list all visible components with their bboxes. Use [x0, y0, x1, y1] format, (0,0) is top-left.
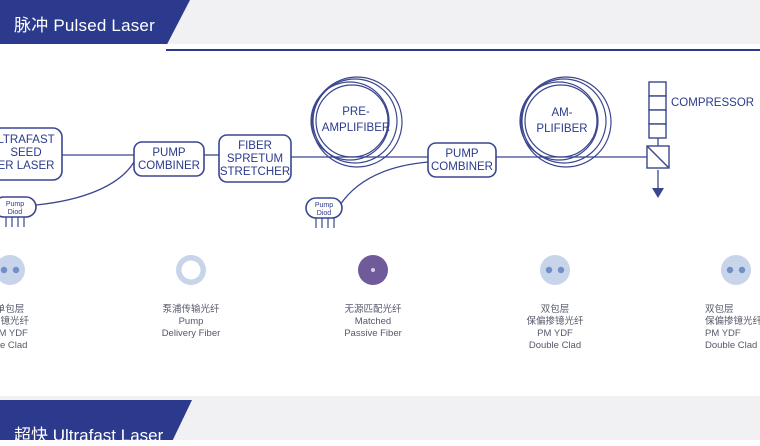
- seed-label-2: SEED: [10, 147, 41, 159]
- stretcher-label-1: FIBER: [238, 140, 272, 152]
- pump-diode-1-label-1: Pump: [6, 201, 24, 208]
- seed-label-3: ER LASER: [0, 160, 54, 172]
- fiber-label-pump-delivery: 泵浦传输光纤 Pump Delivery Fiber: [161, 304, 221, 339]
- header-divider: [166, 49, 760, 51]
- pump-diode-2-label-1: Pump: [315, 202, 333, 209]
- pump-feed-2: [339, 161, 429, 206]
- section-tab-pulsed[interactable]: [0, 0, 190, 44]
- compressor-label: COMPRESSOR: [671, 97, 754, 109]
- section-tab-ultrafast[interactable]: [0, 400, 192, 440]
- pre-amp-label-2: AMPLIFIBER: [322, 122, 390, 134]
- amp-coil: [519, 76, 612, 168]
- pump-combiner-2-label-1: PUMP: [445, 148, 479, 160]
- fiber-icon-matched-passive: [358, 255, 388, 285]
- output-arrow-icon: [652, 188, 664, 198]
- pump-diode-1-label-2: Diod: [8, 209, 23, 216]
- seed-label-1: LTRAFAST: [0, 134, 55, 146]
- amp-label-2: PLIFIBER: [536, 123, 587, 135]
- fiber-icon-double-clad-2: [721, 255, 751, 285]
- pump-diode-2-label-2: Diod: [317, 210, 332, 217]
- pre-amp-coil: [310, 76, 403, 168]
- pump-combiner-1-label-2: COMBINER: [138, 160, 200, 172]
- section-title-ultrafast: 超快 Ultrafast Laser: [14, 426, 164, 445]
- fiber-icon-pump-delivery: [176, 255, 206, 285]
- compressor-stack: [646, 81, 670, 169]
- section-title-pulsed: 脉冲 Pulsed Laser: [14, 16, 155, 35]
- fiber-label-matched-passive: 无源匹配光纤 Matched Passive Fiber: [344, 304, 402, 339]
- fiber-label-double-clad-2: 双包层 保偏掺镱光纤 PM YDF Double Clad: [705, 304, 760, 351]
- fiber-icon-single-clad: [0, 255, 25, 285]
- pump-combiner-1-label-1: PUMP: [152, 147, 186, 159]
- pump-combiner-2-box: [427, 142, 497, 178]
- pump-combiner-1-box: [133, 141, 205, 177]
- pump-diode-2: [305, 197, 343, 219]
- fiber-label-double-clad-1: 双包层 保偏掺镱光纤 PM YDF Double Clad: [526, 304, 584, 351]
- stretcher-box: [218, 134, 292, 183]
- amp-label-1: AM-: [551, 107, 572, 119]
- pump-combiner-2-label-2: COMBINER: [431, 161, 493, 173]
- seed-laser-box: [0, 127, 63, 181]
- pump-diode-1: [0, 196, 37, 218]
- pump-feed-1: [35, 161, 135, 206]
- pre-amp-label-1: PRE-: [342, 106, 370, 118]
- fiber-icon-double-clad-1: [540, 255, 570, 285]
- stretcher-label-3: STRETCHER: [220, 166, 290, 178]
- fiber-label-single-clad: 单包层 掺镱光纤 PM YDF gle Clad: [0, 304, 29, 351]
- stretcher-label-2: SPRETUM: [227, 153, 283, 165]
